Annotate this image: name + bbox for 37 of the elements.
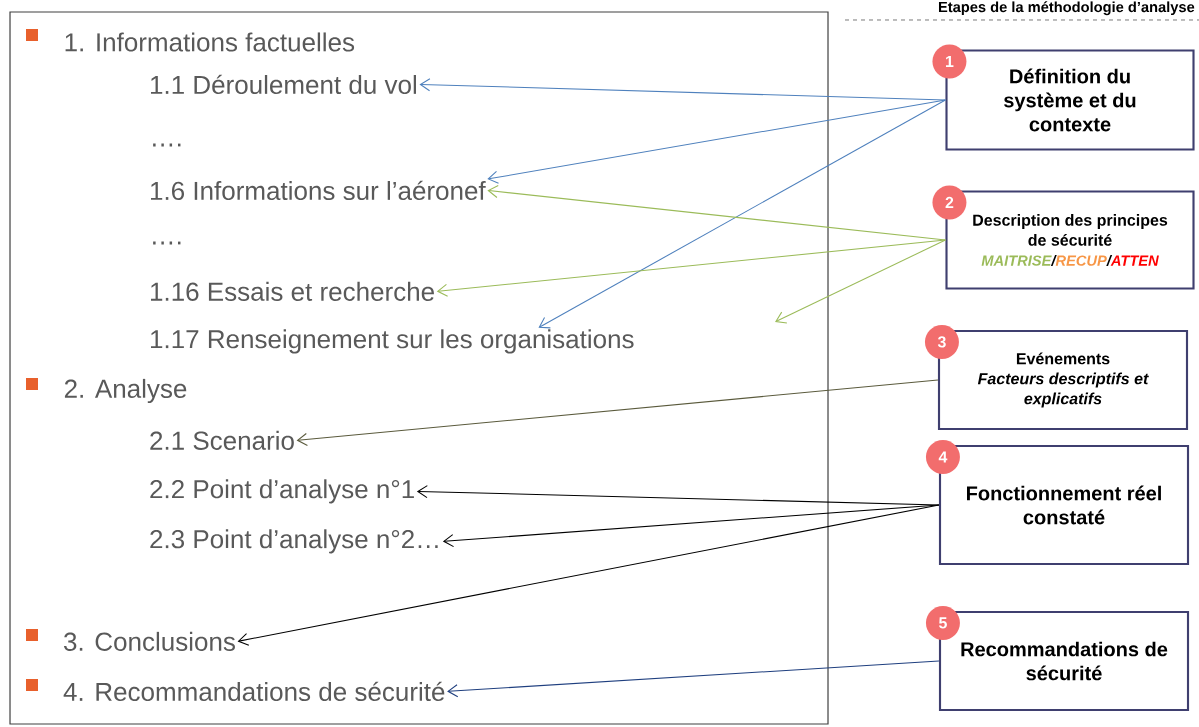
list-item: 1.17 Renseignement sur les organisations xyxy=(151,329,634,354)
step-number: 3 xyxy=(924,324,959,359)
list-heading: 1. Informations factuelles xyxy=(65,32,355,52)
node-label: / xyxy=(1050,255,1057,266)
step-number: 1 xyxy=(932,44,967,79)
arrow xyxy=(487,99,946,184)
list-item: 4. Recommandations de sécurité xyxy=(63,681,445,702)
arrow xyxy=(436,239,946,297)
arrow xyxy=(487,185,946,241)
arrow xyxy=(419,78,946,101)
list-item: 2.3 Point d’analyse n°2… xyxy=(150,529,438,554)
node-label: ATTEN xyxy=(1110,255,1159,266)
list-item: 2.2 Point d’analyse n°1 xyxy=(150,479,414,504)
list-heading: …. xyxy=(153,241,181,245)
arrow xyxy=(442,504,940,548)
node-label: / xyxy=(1106,255,1113,266)
outline-box xyxy=(9,11,829,725)
list-item: 1.6 Informations sur l’aéronef xyxy=(151,180,486,201)
step-number: 2 xyxy=(932,185,967,220)
node-label: RECUP xyxy=(1055,255,1107,266)
arrow xyxy=(237,504,940,646)
list-heading: …. xyxy=(153,143,181,147)
list-heading: 2. Analyse xyxy=(64,378,187,404)
arrow xyxy=(296,379,939,446)
step-number: 5 xyxy=(925,605,960,640)
list-item: 3. Conclusions xyxy=(64,631,235,651)
arrow xyxy=(775,239,946,324)
list-item: 1.1 Déroulement du vol xyxy=(151,74,417,95)
step-number: 4 xyxy=(925,439,960,474)
node-label: MAITRISE xyxy=(981,255,1052,266)
list-item: 2.1 Scenario xyxy=(150,430,294,450)
arrow xyxy=(416,485,940,506)
arrow xyxy=(538,99,946,329)
list-item: 1.16 Essais et recherche xyxy=(151,281,434,301)
node-label: Description des principes de sécurité xyxy=(973,214,1168,246)
arrow xyxy=(447,660,940,698)
title: Etapes de la méthodologie d’analyse xyxy=(939,1,1195,16)
